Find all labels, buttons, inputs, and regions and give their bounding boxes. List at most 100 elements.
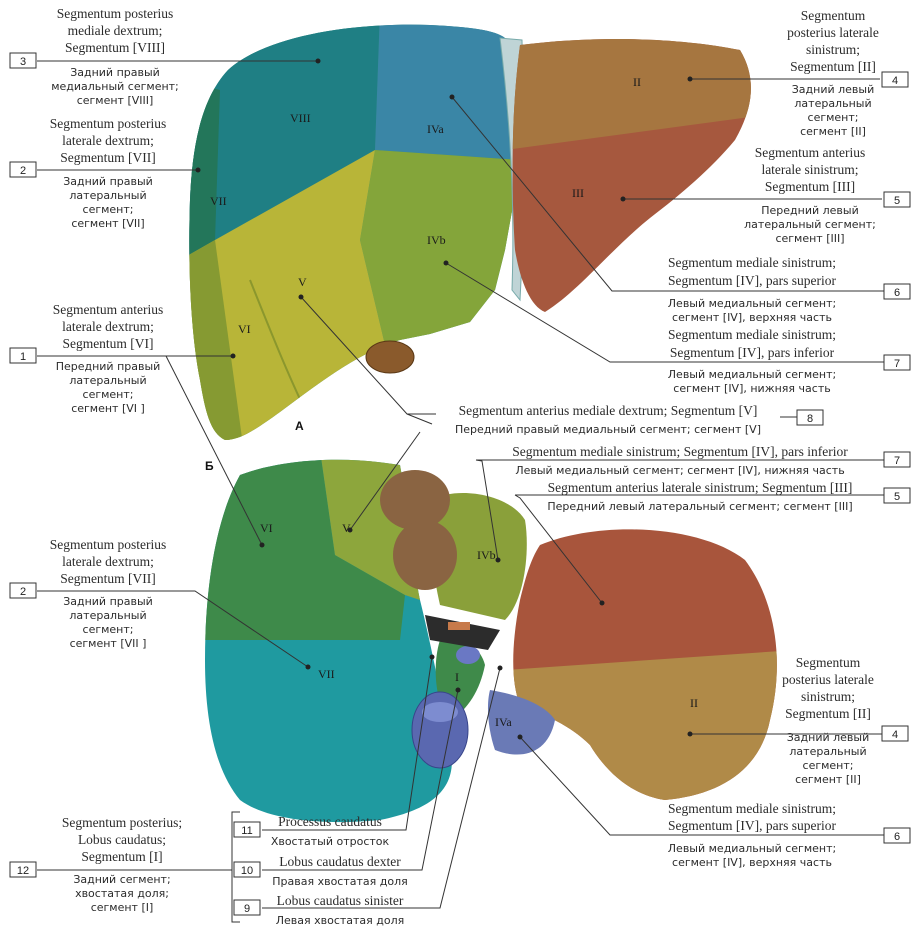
- label-latin: Segmentum posterius: [57, 6, 174, 21]
- label-russian: Передний левый: [761, 204, 859, 217]
- label-latin: posterius laterale: [782, 672, 874, 687]
- label-block-a-4: Segmentum posterius laterale sinistrum; …: [787, 8, 908, 138]
- label-latin: Segmentum mediale sinistrum;: [668, 255, 836, 270]
- label-russian: Передний левый латеральный сегмент; сегм…: [547, 500, 852, 513]
- label-latin: Segmentum anterius laterale sinistrum; S…: [548, 480, 853, 495]
- label-latin: Lobus caudatus;: [78, 832, 166, 847]
- label-russian: сегмент [IV], верхняя часть: [672, 311, 832, 324]
- label-russian: Левый медиальный сегмент;: [668, 368, 836, 381]
- label-russian: сегмент [I]: [91, 901, 154, 914]
- label-latin: laterale dextrum;: [62, 133, 154, 148]
- callout-number: 5: [894, 491, 900, 503]
- view-b-left-lobe: [505, 515, 795, 815]
- label-block-b-12: Segmentum posterius; Lobus caudatus; Seg…: [10, 815, 182, 914]
- segment-ivb-area: [360, 150, 520, 345]
- callout-number: 7: [894, 455, 900, 467]
- label-latin: Segmentum [II]: [790, 59, 876, 74]
- segment-label: VI: [260, 521, 273, 535]
- label-latin: Segmentum anterius: [755, 145, 866, 160]
- label-russian: сегмент;: [808, 111, 859, 124]
- segment-label: V: [298, 275, 307, 289]
- label-block-a-1: Segmentum anterius laterale dextrum; Seg…: [10, 302, 163, 415]
- label-russian: Задний сегмент;: [73, 873, 170, 886]
- callout-number: 6: [894, 831, 900, 843]
- portal-vein: [456, 646, 480, 664]
- panel-label-b: Б: [205, 459, 214, 473]
- label-latin: Segmentum posterius: [50, 537, 167, 552]
- label-russian: Правая хвостатая доля: [272, 875, 408, 888]
- label-block-a-2: Segmentum posterius laterale dextrum; Se…: [10, 116, 166, 230]
- label-russian: латеральный: [69, 374, 146, 387]
- label-latin: Segmentum mediale sinistrum;: [668, 327, 836, 342]
- label-latin: laterale dextrum;: [62, 319, 154, 334]
- callout-number: 4: [892, 75, 898, 87]
- callout-number: 6: [894, 287, 900, 299]
- label-russian: сегмент [II]: [800, 125, 866, 138]
- label-latin: Segmentum [VIII]: [65, 40, 165, 55]
- label-russian: сегмент [III]: [775, 232, 844, 245]
- callout-number: 7: [894, 358, 900, 370]
- label-russian: Задний правый: [63, 595, 153, 608]
- label-block-a-3: Segmentum posterius mediale dextrum; Seg…: [10, 6, 179, 107]
- label-latin: sinistrum;: [801, 689, 855, 704]
- label-russian: Передний правый медиальный сегмент; сегм…: [455, 423, 761, 436]
- segment-label: III: [572, 186, 584, 200]
- label-block-a-6: Segmentum mediale sinistrum; Segmentum […: [668, 255, 910, 324]
- label-russian: сегмент [VI ]: [71, 402, 145, 415]
- callout-number: 8: [807, 413, 813, 425]
- label-russian: Левая хвостатая доля: [276, 914, 405, 927]
- gallbladder: [366, 341, 414, 373]
- label-block-b-10: 10 Lobus caudatus dexter Правая хвостата…: [234, 854, 408, 888]
- label-russian: Задний левый: [792, 83, 875, 96]
- label-latin: Lobus caudatus sinister: [277, 893, 404, 908]
- segment-label: I: [455, 670, 459, 684]
- callout-number: 11: [241, 825, 252, 837]
- segment-label: II: [633, 75, 641, 89]
- label-latin: Segmentum [I]: [81, 849, 162, 864]
- label-block-a-7: Segmentum mediale sinistrum; Segmentum […: [668, 327, 910, 395]
- label-russian: сегмент [VII ]: [70, 637, 147, 650]
- callout-number: 10: [241, 865, 253, 877]
- label-latin: Segmentum [III]: [765, 179, 855, 194]
- label-russian: сегмент [IV], верхняя часть: [672, 856, 832, 869]
- segment-label: VIII: [290, 111, 311, 125]
- label-block-b-9: 9 Lobus caudatus sinister Левая хвостата…: [234, 893, 404, 927]
- label-latin: Segmentum [VII]: [60, 150, 156, 165]
- label-latin: Processus caudatus: [278, 814, 382, 829]
- label-russian: Задний правый: [63, 175, 153, 188]
- label-latin: laterale dextrum;: [62, 554, 154, 569]
- label-russian: сегмент;: [803, 759, 854, 772]
- label-latin: Segmentum posterius;: [62, 815, 182, 830]
- callout-number: 3: [20, 56, 26, 68]
- label-latin: Segmentum [IV], pars superior: [668, 273, 836, 288]
- label-russian: хвостатая доля;: [75, 887, 169, 900]
- label-latin: Segmentum: [801, 8, 866, 23]
- label-latin: Lobus caudatus dexter: [279, 854, 401, 869]
- view-a-right-lobe: [180, 10, 540, 460]
- hepatic-artery: [448, 622, 470, 630]
- callout-number: 12: [17, 865, 29, 877]
- label-block-b-5: Segmentum anterius laterale sinistrum; S…: [547, 480, 910, 513]
- segment-label: II: [690, 696, 698, 710]
- label-latin: Segmentum: [796, 655, 861, 670]
- callout-number: 5: [894, 195, 900, 207]
- callout-number: 2: [20, 165, 26, 177]
- label-latin: Segmentum [II]: [785, 706, 871, 721]
- segment-label: IVa: [495, 715, 512, 729]
- label-russian: Передний правый: [56, 360, 161, 373]
- label-russian: сегмент [IV], нижняя часть: [673, 382, 830, 395]
- gallbladder-b-top: [380, 470, 450, 530]
- label-russian: латеральный: [789, 745, 866, 758]
- callout-number: 4: [892, 729, 898, 741]
- label-russian: сегмент [VIII]: [77, 94, 154, 107]
- label-russian: латеральный сегмент;: [744, 218, 876, 231]
- callout-number: 1: [20, 351, 26, 363]
- label-latin: Segmentum [VII]: [60, 571, 156, 586]
- panel-label-a: А: [295, 419, 304, 433]
- callout-number: 2: [20, 586, 26, 598]
- label-latin: Segmentum anterius mediale dextrum; Segm…: [459, 403, 758, 418]
- segment-label: VII: [318, 667, 335, 681]
- label-block-a-8: Segmentum anterius mediale dextrum; Segm…: [455, 403, 823, 436]
- label-block-b-11: 11 Processus caudatus Хвостатый отросток: [234, 814, 390, 848]
